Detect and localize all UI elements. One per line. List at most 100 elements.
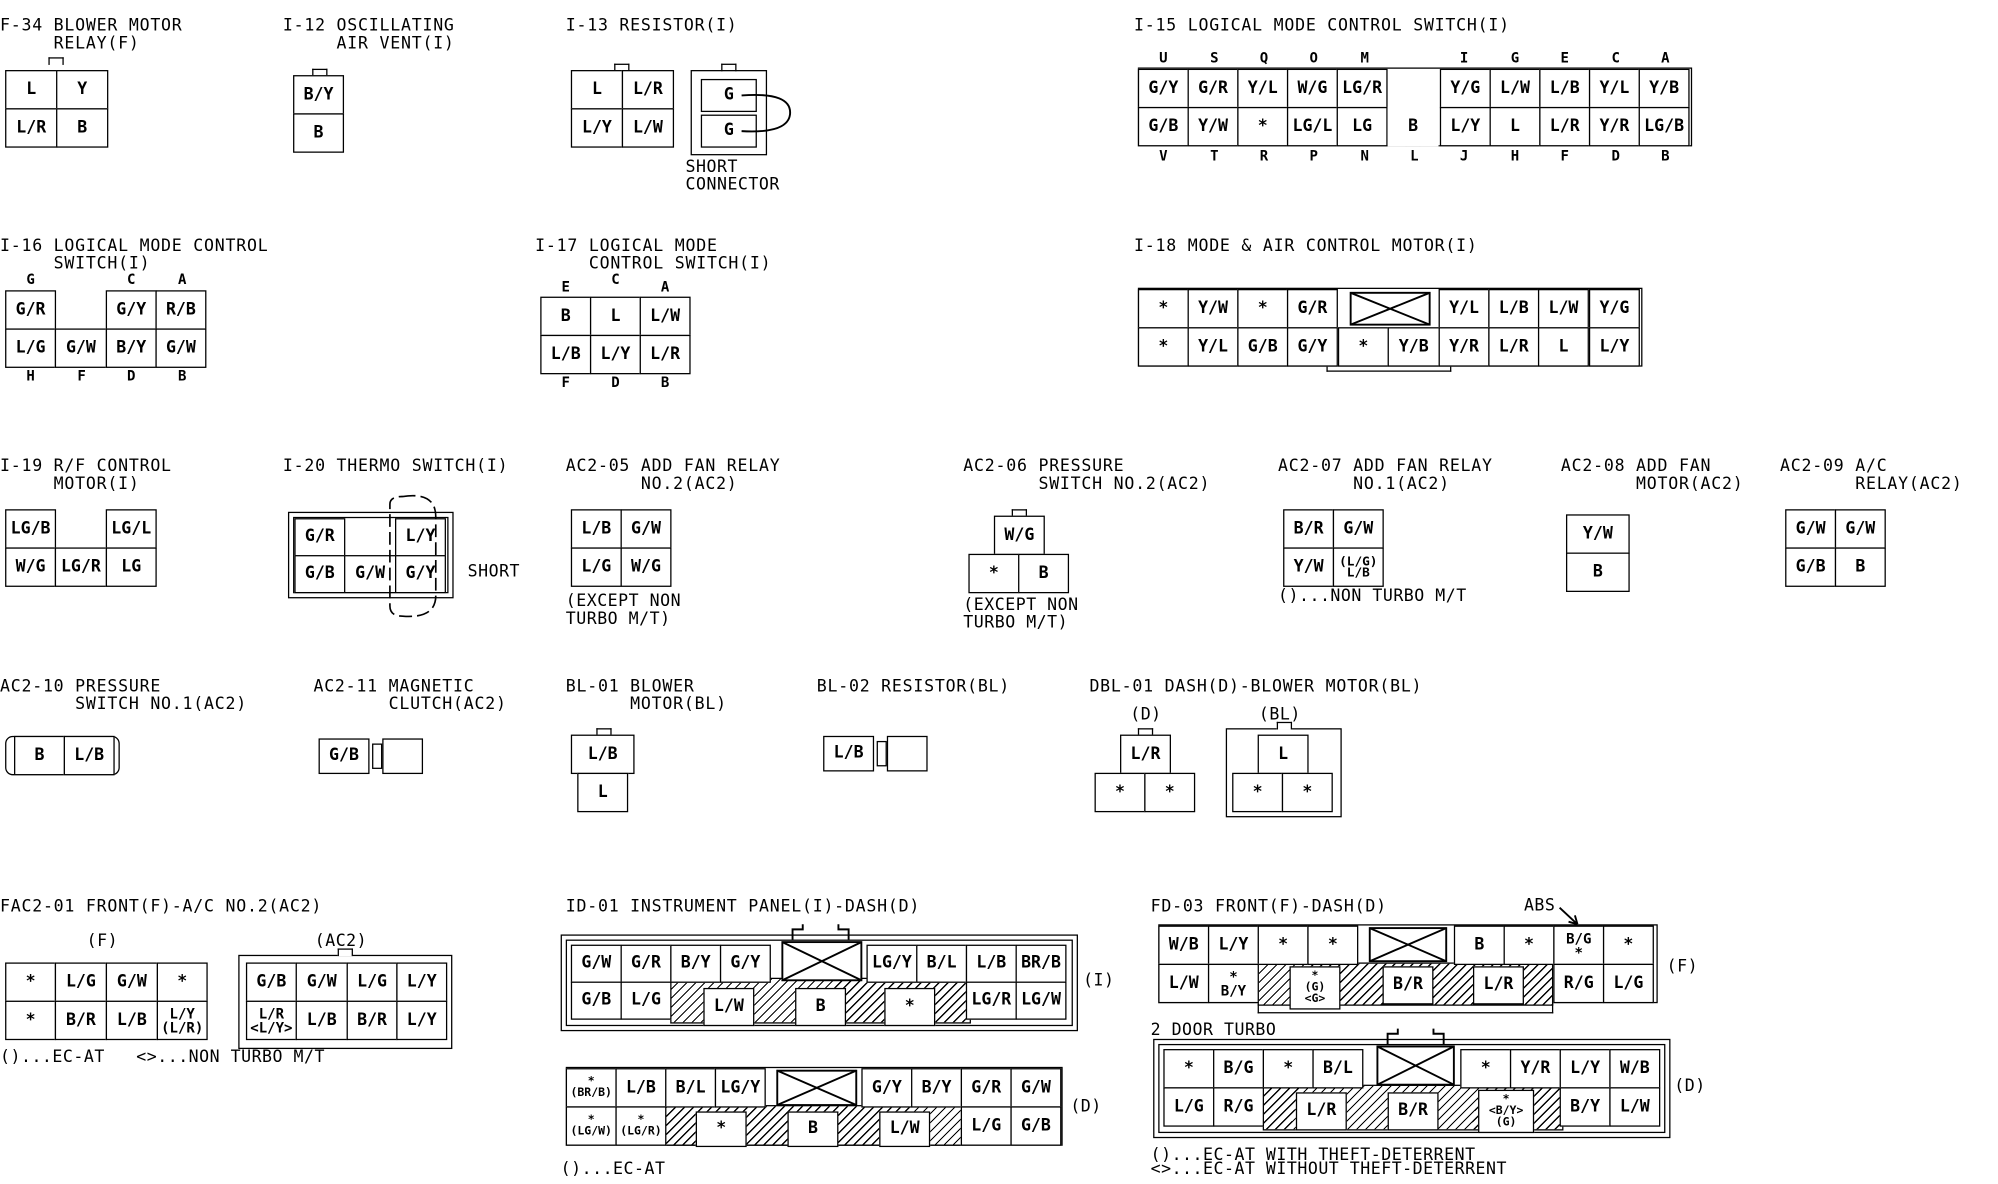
title-i15: I-15 LOGICAL MODE CONTROL SWITCH(I) <box>1134 16 1510 36</box>
pin-cell: G/W <box>54 328 108 368</box>
pin-cell: Y/W <box>1187 106 1239 147</box>
pin-cell: LG/W <box>1015 981 1067 1020</box>
pin-cell: L/Y <box>570 108 624 148</box>
pin-cell: W/G <box>993 515 1045 556</box>
pin-cell: G/W <box>344 555 397 594</box>
pin-cell: Y/L <box>1237 68 1289 109</box>
pin-cell: * <box>1237 288 1289 329</box>
title-fd03: FD-03 FRONT(F)-DASH(D) <box>1150 897 1387 917</box>
pin-cell: LG/B <box>5 509 57 549</box>
pin-label: Q <box>1259 49 1269 67</box>
note-except-non-turbo: (EXCEPT NON TURBO M/T) <box>565 591 682 629</box>
pin-cell: B/L <box>916 944 968 983</box>
pin-cell: L/G <box>1602 963 1654 1004</box>
pin-cell: G/Y <box>861 1068 913 1108</box>
label-fac-f: (F) <box>86 931 119 952</box>
pin-label: S <box>1210 49 1219 67</box>
label-id-d: (D) <box>1070 1097 1102 1117</box>
pin-cell: * (G) <G> <box>1289 966 1341 1010</box>
pin-cell: G/B <box>570 981 622 1020</box>
pin-cell: G/Y <box>719 944 771 983</box>
pin-cell: G/W <box>1834 509 1886 549</box>
pin-cell: * <box>5 962 57 1002</box>
pin-cell: L <box>1489 106 1541 147</box>
pin-cell: L/B <box>570 509 622 549</box>
pin-cell: L/Y <box>396 962 448 1002</box>
pin-label: D <box>1611 147 1620 165</box>
pin-cell: B/Y <box>670 944 722 983</box>
pin-cell: * <box>884 987 936 1027</box>
pin-label: H <box>26 367 35 385</box>
note-short-connector: SHORT CONNECTOR <box>685 157 780 195</box>
pin-cell: G/R <box>620 944 672 983</box>
pin-cell: * <box>695 1111 747 1148</box>
pin-cell: B/R <box>1382 966 1434 1005</box>
title-i19: I-19 R/F CONTROL MOTOR(I) <box>0 457 172 494</box>
pin-cell: * <box>1232 772 1284 813</box>
pin-label: F <box>77 367 86 385</box>
pin-cell: L/R <box>621 70 675 110</box>
pin-cell: Y/B <box>1638 68 1690 109</box>
pin-cell: L <box>1537 327 1589 367</box>
pin-cell: L/G <box>570 547 622 587</box>
pin-cell: B <box>14 735 65 776</box>
pin-cell: * <box>1144 772 1196 813</box>
abs-arrow <box>1558 907 1579 926</box>
pin-label: H <box>1510 147 1520 165</box>
pin-cell: B/R <box>346 1000 398 1041</box>
pin-cell: G/Y <box>1137 68 1189 109</box>
pin-cell: L/B <box>570 734 635 775</box>
pin-cell: G/R <box>960 1068 1012 1108</box>
pin-cell: B <box>540 296 592 337</box>
title-i20: I-20 THERMO SWITCH(I) <box>282 457 509 477</box>
pin-label: C <box>611 271 620 288</box>
pin-cell: * (BR/B) <box>565 1068 617 1108</box>
pin-cell: L/G <box>960 1106 1012 1146</box>
pin-cell: G/B <box>1785 547 1837 587</box>
pin-label: B <box>177 367 187 385</box>
pin-cell: Y/L <box>1187 327 1239 367</box>
pin-cell: Y/W <box>1565 514 1630 554</box>
pin-cell: G/Y <box>395 555 446 594</box>
pin-label: L <box>1410 147 1419 165</box>
pin-cell: G/W <box>1332 509 1384 549</box>
pin-cell: W/B <box>1609 1049 1661 1089</box>
pin-cell: Y/R <box>1438 327 1490 367</box>
pin-cell: * <box>1137 327 1189 367</box>
pin-cell: B/L <box>665 1068 717 1108</box>
pin-cell: B/Y <box>105 328 157 368</box>
pin-cell: L/Y <box>1207 925 1259 966</box>
pin-cell: R/G <box>1553 963 1605 1004</box>
title-ac205: AC2-05 ADD FAN RELAY NO.2(AC2) <box>565 457 781 494</box>
pin-cell: L/B <box>540 334 592 375</box>
pin-cell: R/B <box>155 290 207 330</box>
title-dbl01: DBL-01 DASH(D)-BLOWER MOTOR(BL) <box>1089 677 1423 697</box>
label-dbl-d: (D) <box>1130 705 1162 725</box>
pin-cell: Y/W <box>1283 547 1335 587</box>
pin-cell: G/R <box>1187 68 1239 109</box>
pin-cell: L/R <box>1539 106 1591 147</box>
title-bl02: BL-02 RESISTOR(BL) <box>816 677 1011 697</box>
pin-label: O <box>1309 49 1318 67</box>
pin-cell: G/R <box>1286 288 1338 329</box>
pin-cell: B <box>293 113 345 153</box>
note-short: SHORT <box>467 562 521 582</box>
pin-cell: * (LG/W) <box>565 1106 617 1146</box>
pin-cell: G/B <box>245 962 297 1002</box>
pin-cell: W/G <box>5 547 57 587</box>
pin-cell: * <B/Y> (G) <box>1478 1089 1535 1134</box>
pin-cell: Y/R <box>1509 1049 1561 1089</box>
pin-cell: * <box>1281 772 1333 813</box>
title-bl01: BL-01 BLOWER MOTOR(BL) <box>565 677 727 715</box>
pin-cell: LG/L <box>105 509 157 549</box>
pin-cell: B <box>1453 925 1505 966</box>
pin-cell: G <box>700 78 757 113</box>
pin-cell: B <box>795 987 847 1027</box>
pin-cell: * (LG/R) <box>615 1106 667 1146</box>
pin-cell: L/Y <box>1559 1049 1611 1089</box>
pin-label: G <box>1510 49 1520 67</box>
pin-cell: * <box>1262 1049 1314 1089</box>
pin-cell: * <box>1094 772 1146 813</box>
pin-cell: L/W <box>621 108 675 148</box>
